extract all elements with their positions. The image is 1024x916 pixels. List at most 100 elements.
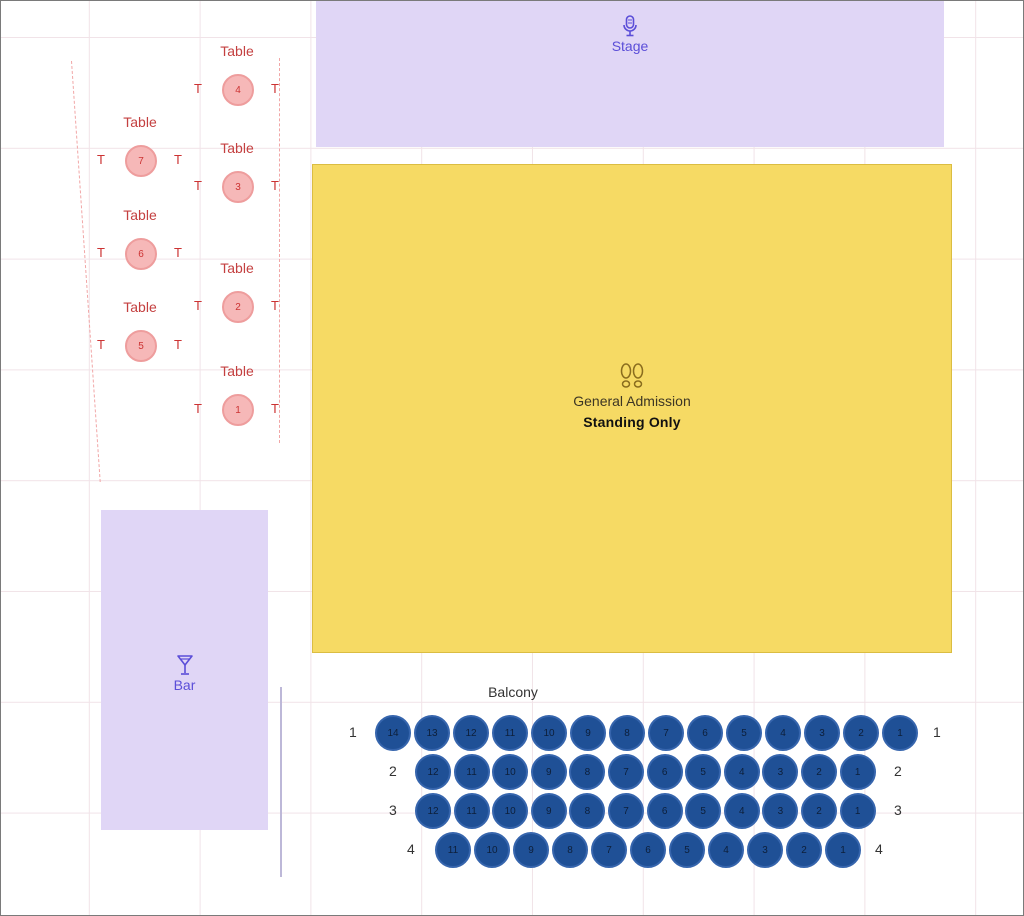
- balcony-seat-row4-8[interactable]: 8: [552, 832, 588, 868]
- table-4-seat-right[interactable]: T: [271, 81, 279, 96]
- table-1[interactable]: 1: [222, 394, 254, 426]
- table-3-seat-left[interactable]: T: [194, 178, 202, 193]
- balcony-seat-row4-4[interactable]: 4: [708, 832, 744, 868]
- balcony-seat-row3-7[interactable]: 7: [608, 793, 644, 829]
- table-5[interactable]: 5: [125, 330, 157, 362]
- balcony-seat-row4-9[interactable]: 9: [513, 832, 549, 868]
- balcony-seat-row1-7[interactable]: 7: [648, 715, 684, 751]
- balcony-seat-row1-4[interactable]: 4: [765, 715, 801, 751]
- balcony-seat-row3-9[interactable]: 9: [530, 793, 567, 829]
- balcony-seat-row3-4[interactable]: 4: [723, 793, 760, 829]
- balcony-seat-row3-6[interactable]: 6: [646, 793, 683, 829]
- balcony-seat-row4-2[interactable]: 2: [786, 832, 822, 868]
- bar-label-group: Bar: [101, 654, 268, 693]
- balcony-row-3-label-left: 3: [389, 802, 397, 818]
- bar-area-boundary: [280, 687, 282, 877]
- balcony-seat-row2-9[interactable]: 9: [530, 754, 567, 790]
- balcony-seat-row4-10[interactable]: 10: [474, 832, 510, 868]
- balcony-row-4-label-right: 4: [875, 841, 883, 857]
- balcony-seat-row3-8[interactable]: 8: [569, 793, 606, 829]
- balcony-seat-row1-12[interactable]: 12: [453, 715, 489, 751]
- balcony-seat-row1-1[interactable]: 1: [882, 715, 918, 751]
- table-7-seat-left[interactable]: T: [97, 152, 105, 167]
- balcony-seat-row3-10[interactable]: 10: [492, 793, 529, 829]
- balcony-seat-row2-3[interactable]: 3: [762, 754, 799, 790]
- table-title-7: Table: [123, 114, 157, 130]
- table-4[interactable]: 4: [222, 74, 254, 106]
- balcony-seat-row1-6[interactable]: 6: [687, 715, 723, 751]
- balcony-seat-row4-5[interactable]: 5: [669, 832, 705, 868]
- microphone-icon: [623, 15, 637, 37]
- balcony-row-1-label-right: 1: [933, 724, 941, 740]
- balcony-seat-row4-3[interactable]: 3: [747, 832, 783, 868]
- general-admission-label-group: General Admission Standing Only: [313, 363, 951, 430]
- bar-zone[interactable]: Bar: [101, 510, 268, 830]
- balcony-seat-row3-3[interactable]: 3: [762, 793, 799, 829]
- balcony-seat-row1-8[interactable]: 8: [609, 715, 645, 751]
- table-title-2: Table: [220, 260, 254, 276]
- table-7-seat-right[interactable]: T: [174, 152, 182, 167]
- table-1-seat-left[interactable]: T: [194, 401, 202, 416]
- balcony-row-3-label-right: 3: [894, 802, 902, 818]
- stage-label: Stage: [611, 38, 649, 54]
- balcony-seat-row2-4[interactable]: 4: [723, 754, 760, 790]
- table-area-boundary-left: [71, 60, 101, 483]
- balcony-seat-row2-8[interactable]: 8: [569, 754, 606, 790]
- balcony-seat-row1-14[interactable]: 14: [375, 715, 411, 751]
- balcony-seat-row3-1[interactable]: 1: [839, 793, 876, 829]
- table-6-seat-left[interactable]: T: [97, 245, 105, 260]
- balcony-row-4-label-left: 4: [407, 841, 415, 857]
- balcony-seat-row1-11[interactable]: 11: [492, 715, 528, 751]
- balcony-title: Balcony: [488, 684, 538, 700]
- balcony-seat-row2-2[interactable]: 2: [801, 754, 837, 790]
- balcony-seat-row1-9[interactable]: 9: [570, 715, 606, 751]
- bar-label: Bar: [173, 677, 196, 693]
- balcony-seat-row2-1[interactable]: 1: [839, 754, 876, 790]
- general-admission-title: General Admission: [573, 393, 691, 409]
- balcony-seat-row1-2[interactable]: 2: [843, 715, 879, 751]
- stage-zone[interactable]: Stage: [316, 1, 944, 147]
- balcony-seat-row3-5[interactable]: 5: [685, 793, 722, 829]
- table-title-3: Table: [220, 140, 254, 156]
- balcony-seat-row4-7[interactable]: 7: [591, 832, 627, 868]
- table-7[interactable]: 7: [125, 145, 157, 177]
- table-5-seat-left[interactable]: T: [97, 337, 105, 352]
- balcony-seat-row2-10[interactable]: 10: [492, 754, 529, 790]
- balcony-seat-row4-6[interactable]: 6: [630, 832, 666, 868]
- footprints-icon: [620, 363, 644, 388]
- table-2-seat-left[interactable]: T: [194, 298, 202, 313]
- table-area-boundary-right: [279, 58, 280, 443]
- table-title-5: Table: [123, 299, 157, 315]
- table-2-seat-right[interactable]: T: [271, 298, 279, 313]
- table-title-4: Table: [220, 43, 254, 59]
- balcony-seat-row2-7[interactable]: 7: [608, 754, 644, 790]
- table-5-seat-right[interactable]: T: [174, 337, 182, 352]
- table-6[interactable]: 6: [125, 238, 157, 270]
- balcony-seat-row2-5[interactable]: 5: [685, 754, 722, 790]
- balcony-seat-row2-12[interactable]: 12: [415, 754, 451, 790]
- balcony-seat-row4-1[interactable]: 1: [825, 832, 861, 868]
- stage-label-group: Stage: [316, 15, 944, 54]
- table-1-seat-right[interactable]: T: [271, 401, 279, 416]
- balcony-seat-row1-5[interactable]: 5: [726, 715, 762, 751]
- balcony-seat-row3-2[interactable]: 2: [801, 793, 837, 829]
- table-3-seat-right[interactable]: T: [271, 178, 279, 193]
- balcony-seat-row2-11[interactable]: 11: [453, 754, 490, 790]
- balcony-row-1-label-left: 1: [349, 724, 357, 740]
- general-admission-zone[interactable]: General Admission Standing Only: [312, 164, 952, 653]
- general-admission-subtitle: Standing Only: [583, 414, 681, 430]
- balcony-seat-row3-12[interactable]: 12: [415, 793, 451, 829]
- balcony-row-2-label-right: 2: [894, 763, 902, 779]
- table-title-1: Table: [220, 363, 254, 379]
- balcony-seat-row2-6[interactable]: 6: [646, 754, 683, 790]
- balcony-seat-row1-13[interactable]: 13: [414, 715, 450, 751]
- table-2[interactable]: 2: [222, 291, 254, 323]
- balcony-seat-row4-11[interactable]: 11: [435, 832, 471, 868]
- table-6-seat-right[interactable]: T: [174, 245, 182, 260]
- table-4-seat-left[interactable]: T: [194, 81, 202, 96]
- table-3[interactable]: 3: [222, 171, 254, 203]
- balcony-seat-row3-11[interactable]: 11: [453, 793, 490, 829]
- balcony-seat-row1-3[interactable]: 3: [804, 715, 840, 751]
- balcony-seat-row1-10[interactable]: 10: [531, 715, 567, 751]
